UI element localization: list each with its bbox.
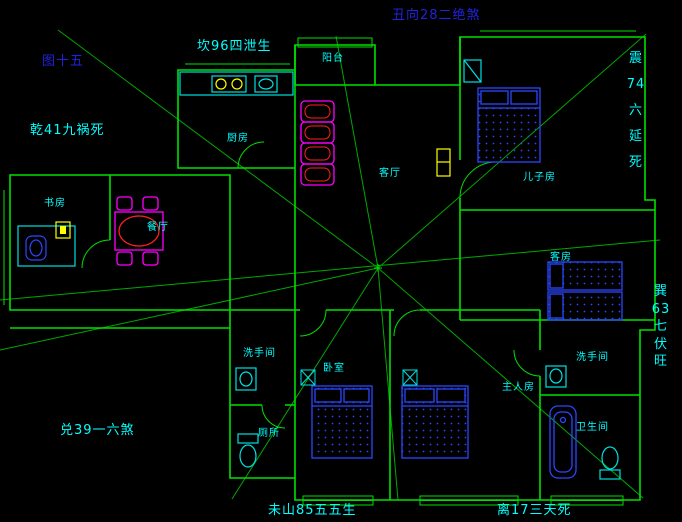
door-marks bbox=[300, 369, 418, 386]
beds bbox=[311, 87, 623, 459]
study-furniture bbox=[17, 221, 76, 267]
washbasins bbox=[235, 365, 567, 391]
windows bbox=[3, 30, 636, 506]
dining-table bbox=[114, 196, 164, 266]
sofa bbox=[300, 100, 335, 186]
walls bbox=[9, 36, 656, 501]
sofa-cushions bbox=[304, 104, 331, 182]
toilet-fixtures bbox=[237, 433, 621, 480]
door-arcs bbox=[81, 141, 541, 429]
fridge-icon bbox=[463, 59, 482, 83]
kitchen-counter bbox=[179, 71, 294, 96]
tv-icon bbox=[436, 148, 451, 177]
stove-burners-icon bbox=[215, 78, 243, 90]
bathtub bbox=[549, 405, 577, 479]
